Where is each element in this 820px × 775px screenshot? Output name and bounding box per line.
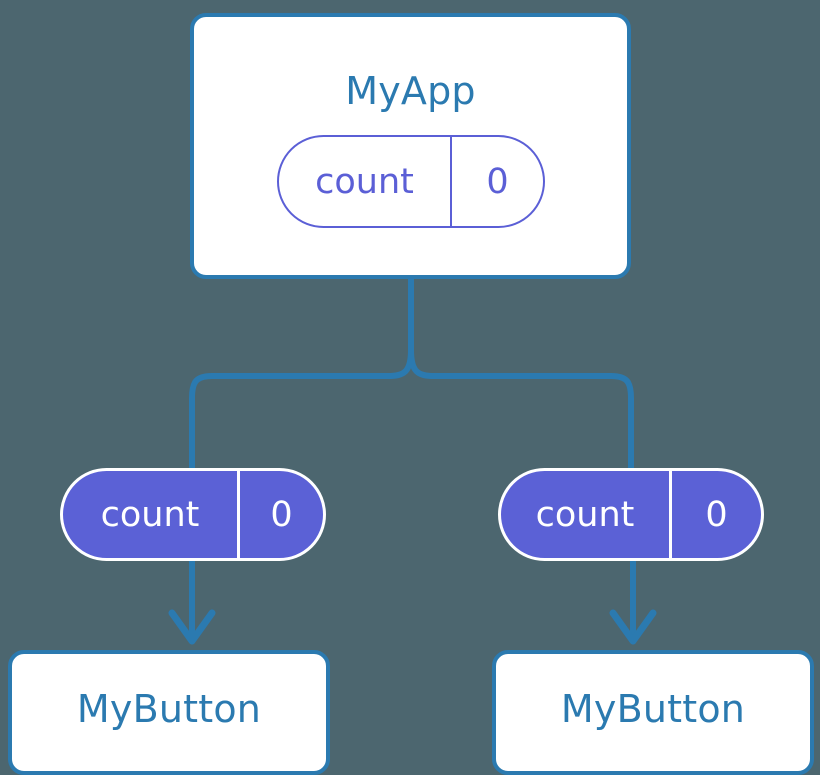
myapp-component-title: MyApp bbox=[345, 69, 476, 113]
right-state-key: count bbox=[501, 471, 672, 558]
arrowhead-right-icon bbox=[609, 609, 657, 645]
mybutton-component-title-right: MyButton bbox=[560, 687, 746, 731]
left-state-value: 0 bbox=[270, 494, 293, 535]
mybutton-component-card-right[interactable]: MyButton bbox=[492, 650, 814, 775]
myapp-state-key: count bbox=[279, 137, 452, 226]
connector-fork-to-right-state bbox=[408, 349, 634, 470]
right-state-value: 0 bbox=[705, 494, 728, 535]
myapp-state-value: 0 bbox=[486, 161, 509, 202]
connector-fork-to-left-state bbox=[189, 349, 414, 470]
myapp-state-pill[interactable]: count 0 bbox=[277, 135, 545, 228]
arrowhead-left-icon bbox=[168, 609, 216, 645]
right-state-pill[interactable]: count 0 bbox=[498, 468, 764, 561]
mybutton-component-card-left[interactable]: MyButton bbox=[8, 650, 330, 775]
left-state-key: count bbox=[63, 471, 240, 558]
mybutton-component-title-left: MyButton bbox=[76, 687, 262, 731]
left-state-pill[interactable]: count 0 bbox=[60, 468, 326, 561]
